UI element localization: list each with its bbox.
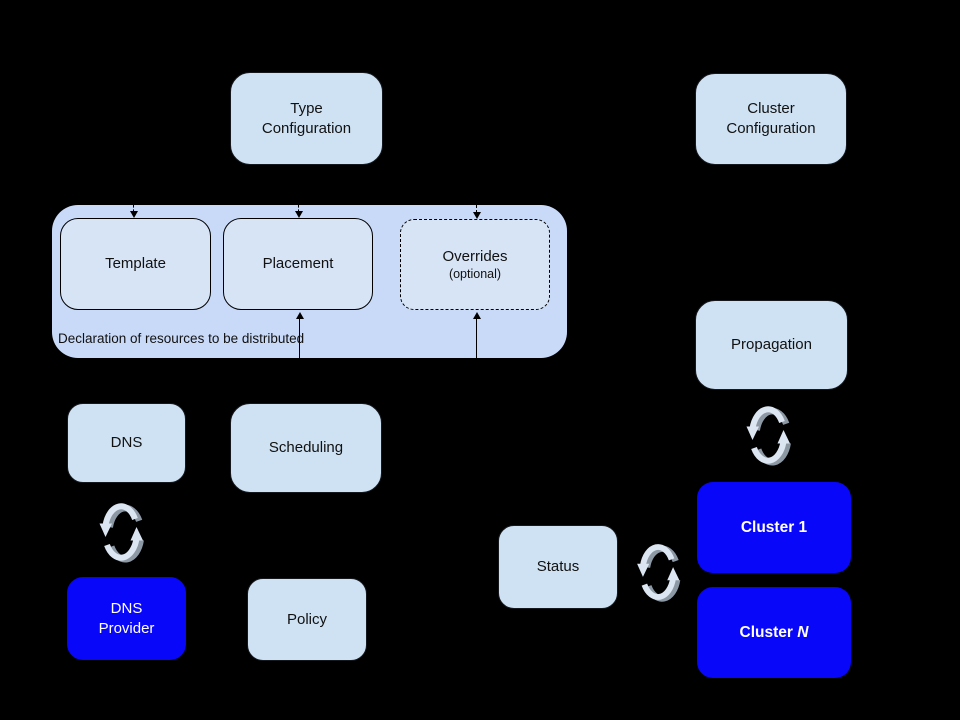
node-label: Template [105, 255, 166, 272]
declaration-container: Template Placement Overrides (optional) … [52, 205, 567, 358]
node-label: Type [290, 99, 323, 117]
node-label: Placement [262, 255, 334, 272]
node-placement: Placement [223, 218, 373, 310]
node-propagation: Propagation [695, 300, 848, 390]
node-label: Status [536, 558, 580, 575]
node-label: DNS [110, 599, 143, 617]
node-label: Cluster 1 [740, 518, 808, 536]
node-label: Overrides [442, 248, 508, 265]
node-cluster-configuration: Cluster Configuration [695, 73, 847, 165]
node-type-configuration: Type Configuration [230, 72, 383, 165]
node-label: DNS [110, 434, 143, 451]
node-template: Template [60, 218, 211, 310]
node-cluster-n: Cluster N [697, 587, 851, 678]
node-label: Cluster N [739, 623, 809, 641]
node-status: Status [498, 525, 618, 609]
sync-cycle-icon [743, 398, 793, 472]
node-policy: Policy [247, 578, 367, 661]
container-caption: Declaration of resources to be distribut… [58, 331, 305, 346]
node-label: Cluster [747, 100, 795, 117]
node-label: Propagation [731, 336, 812, 353]
node-label: Provider [98, 619, 155, 637]
node-sublabel: (optional) [448, 267, 502, 281]
node-dns: DNS [67, 403, 186, 483]
node-label: Configuration [261, 119, 352, 137]
node-overrides: Overrides (optional) [400, 219, 550, 310]
node-dns-provider: DNS Provider [67, 577, 186, 660]
node-cluster-1: Cluster 1 [697, 482, 851, 573]
node-label: Scheduling [268, 439, 344, 456]
node-scheduling: Scheduling [230, 403, 382, 493]
node-label: Policy [286, 610, 327, 628]
sync-cycle-icon [96, 496, 146, 568]
sync-cycle-icon [632, 537, 684, 607]
node-label: Configuration [726, 120, 816, 137]
